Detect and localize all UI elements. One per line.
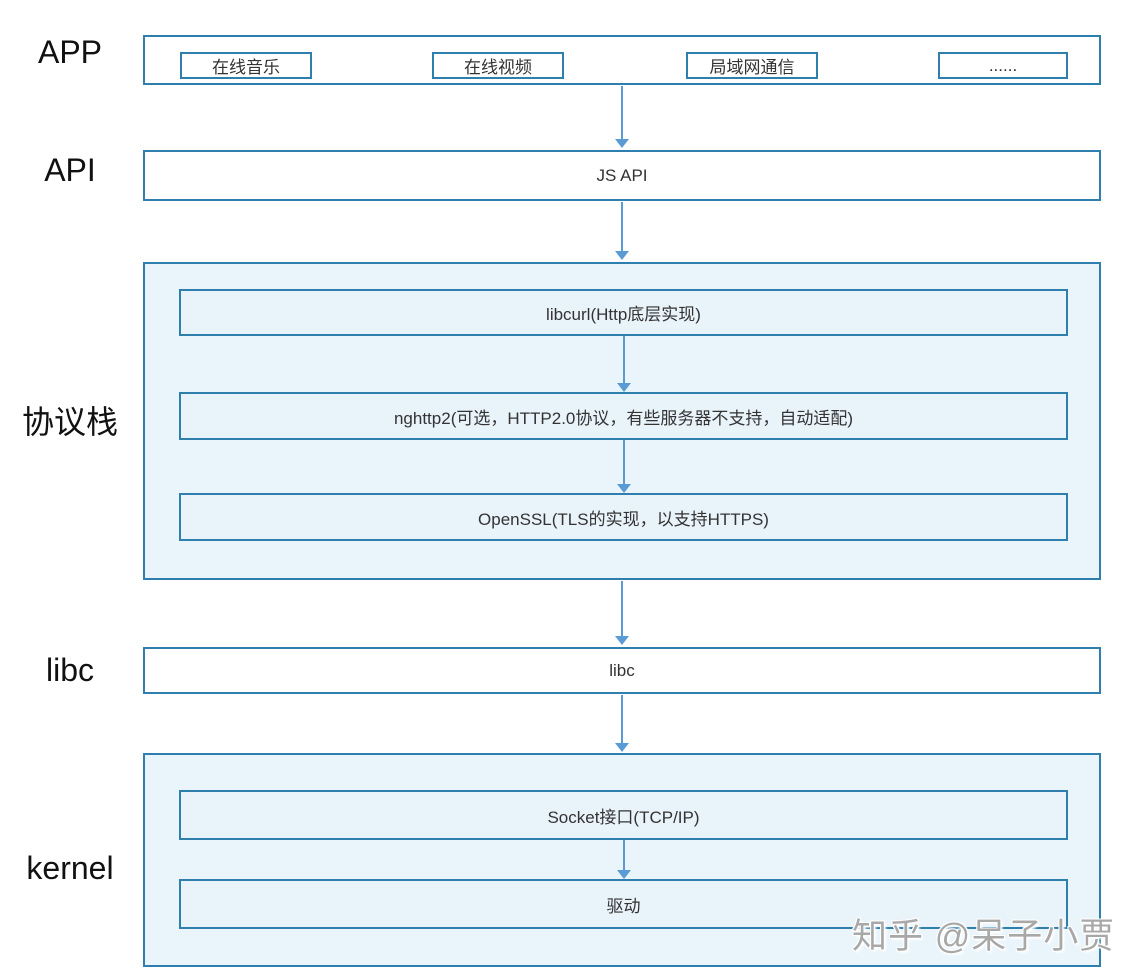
side-label-protocol: 协议栈: [21, 404, 118, 440]
api-layer-box: JS API: [143, 150, 1101, 201]
app-layer-box: 在线音乐 在线视频 局域网通信 ......: [143, 35, 1101, 85]
arrow-app-to-api: [615, 86, 629, 148]
app-item-online-video: 在线视频: [432, 52, 564, 79]
protocol-stack-box: libcurl(Http底层实现) nghttp2(可选，HTTP2.0协议，有…: [143, 262, 1101, 580]
api-box-label: JS API: [596, 165, 648, 185]
arrow-libcurl-to-nghttp2: [617, 336, 631, 392]
side-label-app: APP: [37, 34, 103, 70]
openssl-label: OpenSSL(TLS的实现，以支持HTTPS): [478, 509, 769, 529]
zhihu-watermark: 知乎 @呆子小贾: [852, 917, 1116, 956]
socket-label: Socket接口(TCP/IP): [547, 807, 700, 827]
arrow-api-to-protocol: [615, 202, 629, 260]
libcurl-label: libcurl(Http底层实现): [546, 305, 701, 324]
side-label-libc: libc: [45, 652, 94, 688]
libc-box-label: libc: [609, 660, 635, 680]
protocol-box-nghttp2: nghttp2(可选，HTTP2.0协议，有些服务器不支持，自动适配): [179, 392, 1068, 440]
app-item-lan-comm: 局域网通信: [686, 52, 818, 79]
nghttp2-label: nghttp2(可选，HTTP2.0协议，有些服务器不支持，自动适配): [393, 408, 854, 428]
arrow-protocol-to-libc: [615, 581, 629, 645]
app-item-online-music: 在线音乐: [180, 52, 312, 79]
side-label-kernel: kernel: [26, 850, 114, 886]
kernel-box: Socket接口(TCP/IP) 驱动: [143, 753, 1101, 967]
kernel-box-driver: 驱动: [179, 879, 1068, 929]
kernel-box-socket: Socket接口(TCP/IP): [179, 790, 1068, 840]
protocol-box-libcurl: libcurl(Http底层实现): [179, 289, 1068, 336]
libc-layer-box: libc: [143, 647, 1101, 694]
driver-label: 驱动: [606, 896, 641, 916]
arrow-socket-to-driver: [617, 840, 631, 879]
side-label-api: API: [44, 152, 96, 188]
arrow-libc-to-kernel: [615, 695, 629, 752]
protocol-box-openssl: OpenSSL(TLS的实现，以支持HTTPS): [179, 493, 1068, 541]
app-item-ellipsis: ......: [938, 52, 1068, 79]
arrow-nghttp2-to-openssl: [617, 440, 631, 493]
